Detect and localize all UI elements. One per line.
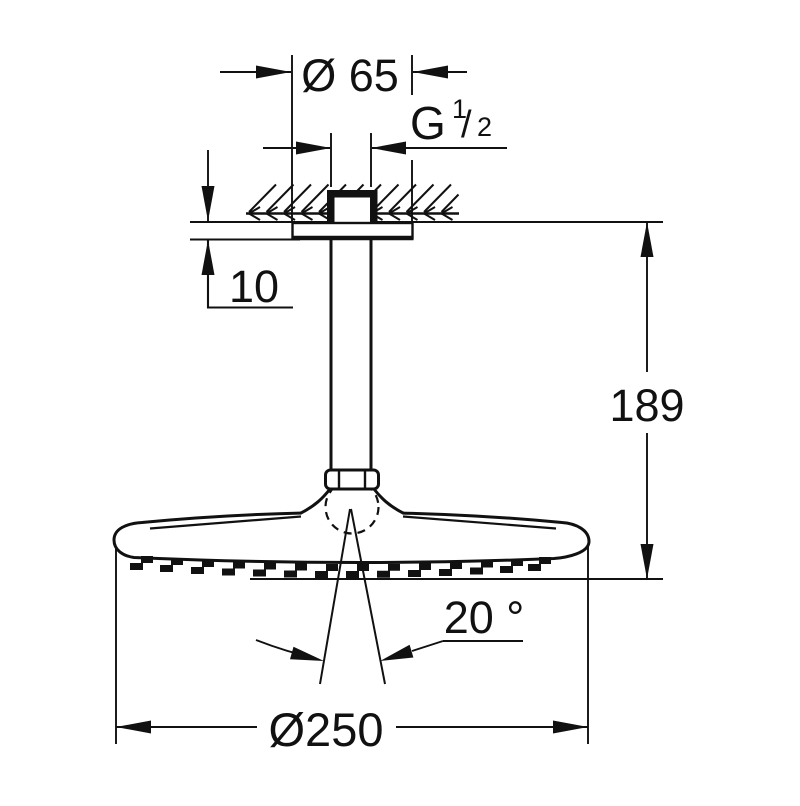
dim-head-diameter: Ø250 <box>115 545 589 756</box>
dim-spray-angle: 20 ° <box>255 592 525 661</box>
shower-arm-pipe <box>329 240 373 470</box>
mounting-fitting <box>327 190 378 223</box>
dim-installation-height: 189 <box>609 222 685 579</box>
head-rim-line-right <box>402 515 557 530</box>
dim-flange-diameter: Ø 65 <box>220 50 467 222</box>
dim-spray-angle-label: 20 ° <box>444 592 525 643</box>
thread-label-g: G <box>410 97 446 149</box>
dimension-arrow <box>116 720 151 734</box>
spray-angle-lines <box>319 508 386 685</box>
shower-head-body <box>112 511 591 565</box>
dim-head-diameter-label: Ø250 <box>269 703 384 756</box>
dimension-arrow <box>640 544 654 579</box>
flange-plate <box>291 221 414 241</box>
dimension-arrow <box>553 720 588 734</box>
dimension-arrow <box>201 186 215 221</box>
dim-flange-thickness: 10 <box>190 150 300 312</box>
thread-label-numerator: 1 <box>452 94 467 124</box>
dimension-arrow <box>256 65 291 79</box>
hex-nut <box>324 468 380 491</box>
dim-thread: G 1 / 2 <box>263 94 507 187</box>
head-rim-line-left <box>149 515 302 530</box>
thread-label-slash: / <box>461 104 472 146</box>
dim-installation-height-label: 189 <box>609 380 684 431</box>
ball-joint-dashed-circle <box>324 479 380 535</box>
dimension-arrow <box>296 141 331 155</box>
dimension-arrow <box>413 65 448 79</box>
dim-flange-diameter-label: Ø 65 <box>301 50 399 101</box>
dim-flange-thickness-label: 10 <box>229 261 279 312</box>
dimension-arrow <box>290 646 324 661</box>
thread-label-denominator: 2 <box>477 112 492 142</box>
dimension-arrow <box>201 240 215 275</box>
dimension-arrow <box>380 644 414 661</box>
dimension-arrow <box>640 222 654 257</box>
dimension-arrow <box>371 141 406 155</box>
